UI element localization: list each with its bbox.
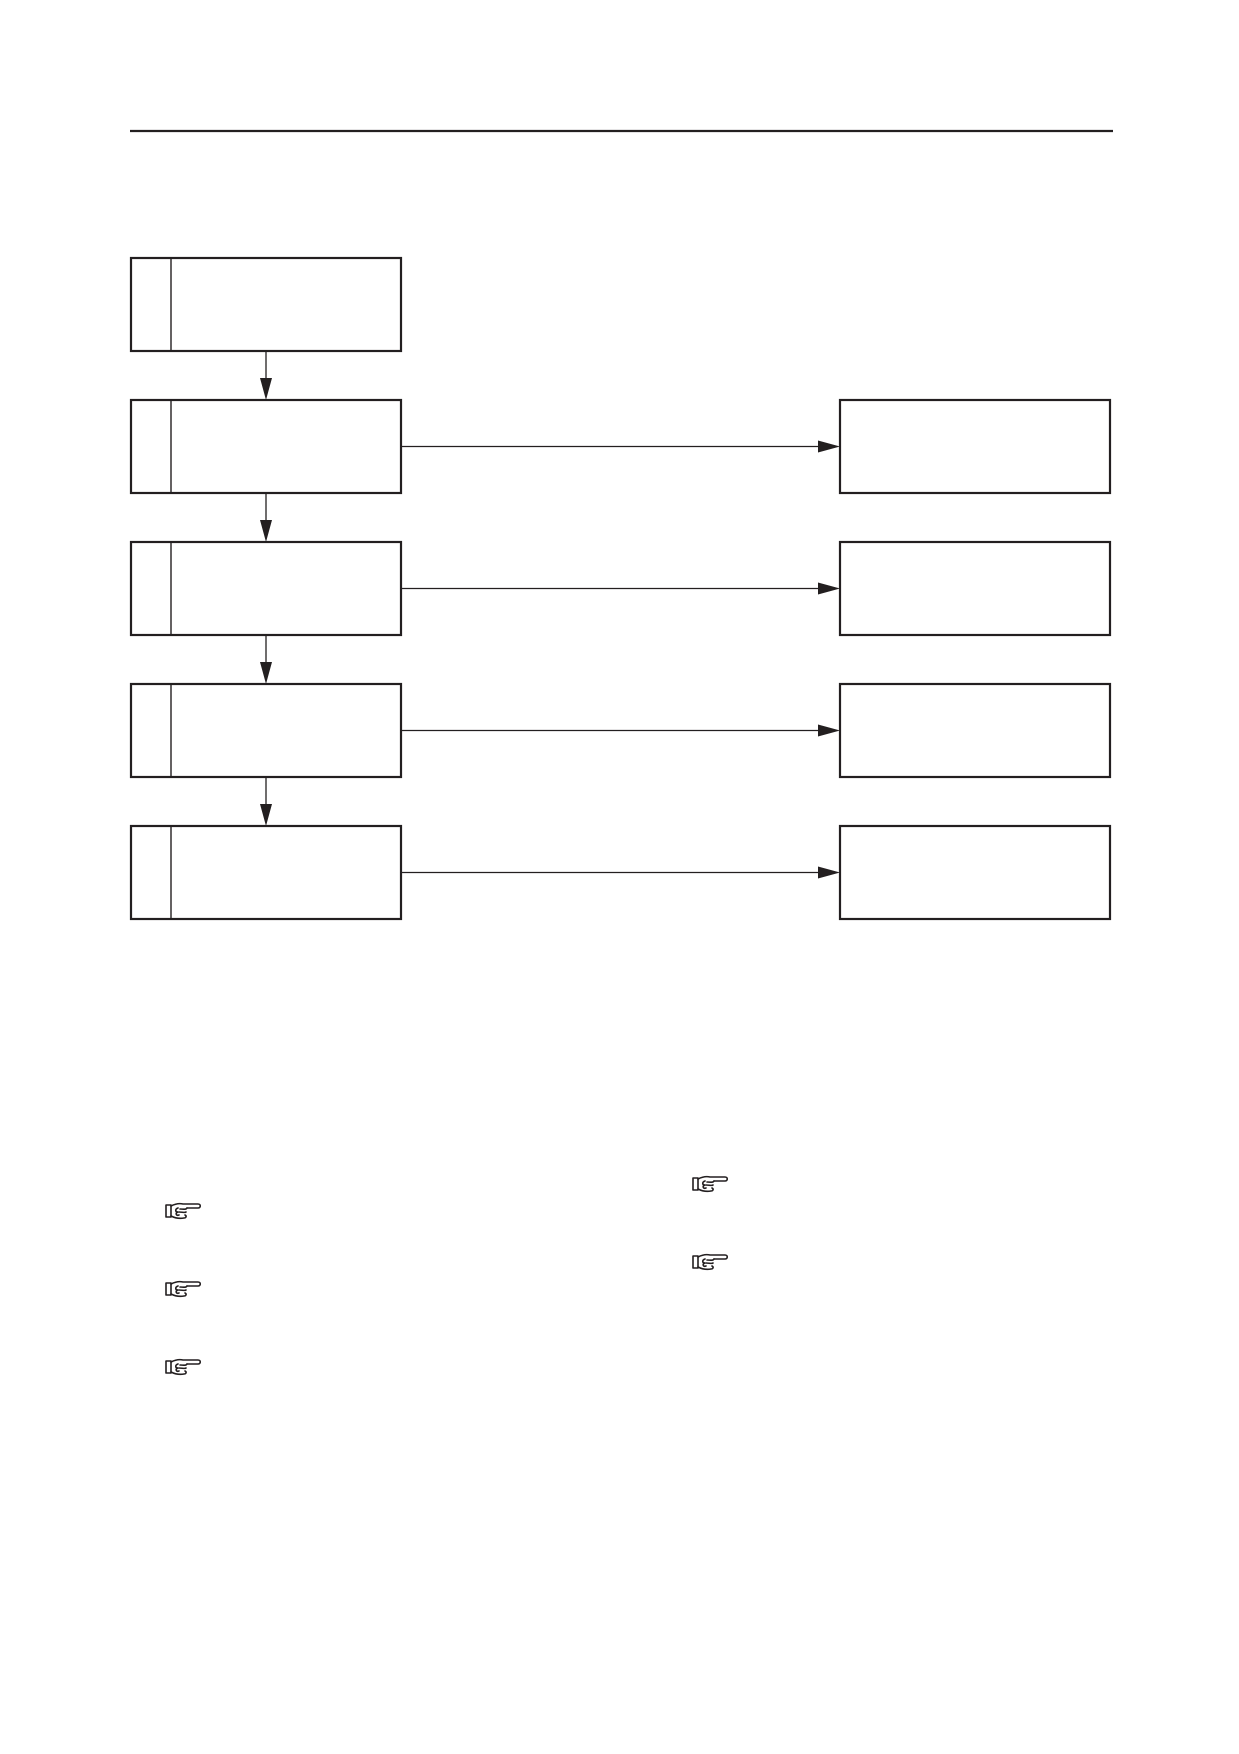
flow-down-arrow — [260, 777, 272, 826]
flow-down-arrow-head — [260, 804, 272, 826]
branch-arrow — [401, 724, 840, 737]
branch-arrow-head — [818, 866, 840, 879]
flow-edges — [260, 351, 840, 879]
flow-down-arrow-head — [260, 662, 272, 684]
result-box — [838, 398, 1112, 495]
branch-arrow-head — [818, 582, 840, 595]
branch-arrow — [401, 440, 840, 453]
pointing-hand-icon — [165, 1280, 202, 1298]
flow-down-arrow-head — [260, 520, 272, 542]
result-box — [838, 540, 1112, 637]
branch-arrow-head — [818, 440, 840, 453]
pointing-hand-icon — [165, 1202, 202, 1220]
flow-down-arrow — [260, 493, 272, 542]
process-step-box — [129, 398, 403, 495]
result-box-outline — [838, 682, 1112, 779]
branch-arrow-head — [818, 724, 840, 737]
pointing-hand-icon — [165, 1358, 202, 1376]
pointing-hand-icon — [692, 1175, 729, 1193]
result-box-outline — [838, 398, 1112, 495]
reference-icons — [165, 1175, 729, 1376]
flow-down-arrow-head — [260, 378, 272, 400]
result-box-outline — [838, 824, 1112, 921]
flow-down-arrow — [260, 635, 272, 684]
branch-arrow — [401, 582, 840, 595]
branch-arrow — [401, 866, 840, 879]
result-box — [838, 682, 1112, 779]
process-step-box — [129, 256, 403, 353]
flow-down-arrow — [260, 351, 272, 400]
process-step-box — [129, 824, 403, 921]
pointing-hand-icon — [692, 1253, 729, 1271]
result-box-outline — [838, 540, 1112, 637]
process-step-box — [129, 682, 403, 779]
process-step-box — [129, 540, 403, 637]
result-box — [838, 824, 1112, 921]
